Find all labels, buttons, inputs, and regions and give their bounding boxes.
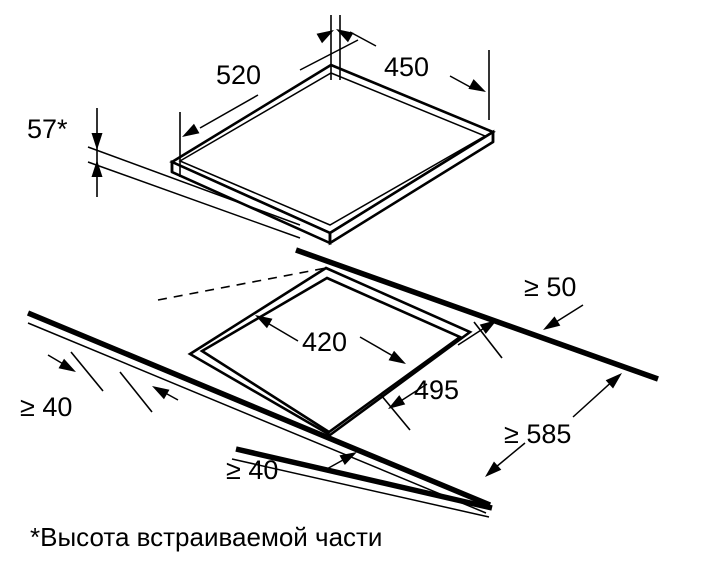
worktop (26, 247, 659, 518)
dimension-cutout-420: 420 (252, 310, 409, 369)
dimension-label-min40-front: ≥ 40 (226, 455, 278, 485)
dimension-label-min50: ≥ 50 (524, 272, 576, 302)
dimension-label-495: 495 (414, 375, 459, 405)
worktop-front-edge-outer (235, 446, 493, 511)
d520-arrow-right-icon (316, 25, 337, 44)
dimension-label-min40-left: ≥ 40 (20, 392, 72, 422)
cutout-inner-outline (199, 276, 463, 434)
height-arrow-down-icon (91, 133, 103, 150)
dimension-label-450: 450 (384, 52, 429, 82)
worktop-left-edge-outer (26, 310, 492, 508)
d495-extension-lower (380, 394, 411, 431)
min50-arrow-icon (540, 316, 561, 335)
dimension-depth-450: 450 (330, 15, 490, 120)
worktop-front-edge-inner (231, 458, 490, 518)
worktop-back-edge (295, 247, 659, 382)
dimension-label-min585: ≥ 585 (504, 419, 571, 449)
hidden-projection-line (157, 267, 327, 301)
d520-leader-left (199, 94, 259, 129)
height-ref-line-upper (87, 146, 301, 226)
dimension-label-420: 420 (302, 327, 347, 357)
dimension-clearance-40-left: ≥ 40 (20, 351, 179, 422)
footnote-text: *Высота встраиваемой части (30, 522, 382, 552)
dimension-clearance-50: ≥ 50 (524, 272, 584, 335)
dimension-label-57: 57* (27, 114, 68, 144)
min40left-extension-inner (119, 371, 153, 413)
dimension-worktop-585: ≥ 585 (481, 368, 626, 482)
worktop-cutout (187, 266, 473, 437)
min40left-extension-outer (70, 351, 104, 392)
dimension-label-520: 520 (216, 60, 261, 90)
dimension-height-57: 57* (27, 108, 301, 239)
d520-arrow-left-icon (179, 123, 200, 142)
dimension-width-520: 520 (179, 15, 359, 177)
dimension-cutout-495: 495 (380, 315, 503, 431)
hob-top-face (169, 63, 496, 235)
dimension-clearance-40-front: ≥ 40 (226, 447, 360, 485)
min585-leader-upper (572, 377, 617, 418)
worktop-left-edge-inner (27, 322, 487, 514)
d450-leader-right (449, 75, 473, 89)
d450-arrow-left-icon (333, 24, 354, 43)
min40left-arrow-right-icon (58, 358, 79, 377)
d450-arrow-right-icon (468, 79, 489, 97)
hob-appliance (169, 63, 496, 246)
d495-extension-upper (473, 321, 503, 359)
height-ref-line-lower (87, 161, 301, 239)
hob-top-bevel (178, 72, 487, 226)
height-arrow-up-icon (91, 160, 103, 177)
d520-leader-right (299, 39, 359, 71)
d450-leader-left (349, 31, 377, 47)
cutout-outer-outline (187, 266, 473, 437)
d420-arrow-right-icon (388, 350, 409, 369)
min40left-arrow-left-icon (149, 381, 170, 400)
